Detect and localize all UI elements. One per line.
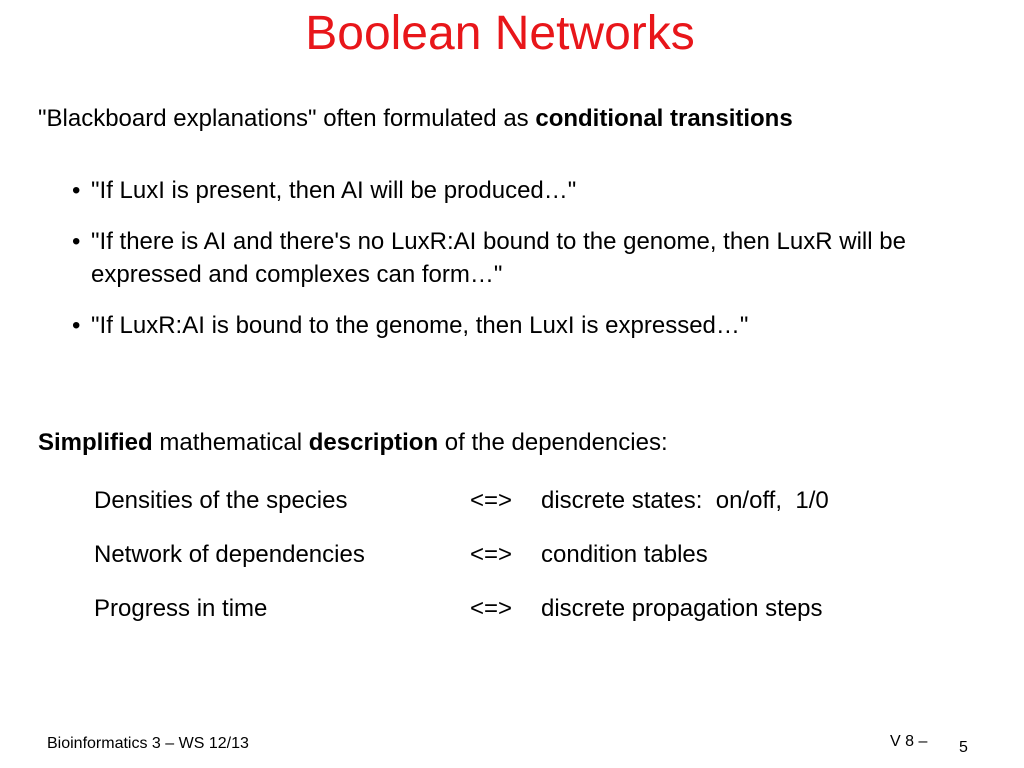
footer-course: Bioinformatics 3 – WS 12/13 [47,735,249,752]
bullet-text: "If there is AI and there's no LuxR:AI b… [91,228,906,288]
mapping-left: Network of dependencies [94,541,365,568]
intro-text: "Blackboard explanations" often formulat… [38,105,536,132]
mapping-arrow: <=> [470,595,513,622]
section-text-dependencies: of the dependencies: [438,429,668,456]
mapping-row: Progress in time <=> discrete propagatio… [0,593,1024,625]
mapping-row: Densities of the species <=> discrete st… [0,485,1024,517]
bullet-text: "If LuxI is present, then AI will be pro… [91,177,577,204]
section-text-mathematical: mathematical [152,429,309,456]
mapping-right: discrete states: on/off, 1/0 [541,487,829,514]
bullet-text: "If LuxR:AI is bound to the genome, then… [91,312,749,339]
section-bold-description: description [308,429,439,456]
bullet-list: • "If LuxI is present, then AI will be p… [72,174,912,360]
mapping-left: Densities of the species [94,487,348,514]
bullet-marker: • [72,177,81,204]
mapping-arrow: <=> [470,541,513,568]
section-bold-simplified: Simplified [38,429,153,456]
bullet-marker: • [72,228,81,255]
bullet-item: • "If LuxR:AI is bound to the genome, th… [72,309,912,342]
bullet-item: • "If LuxI is present, then AI will be p… [72,174,912,207]
mapping-row: Network of dependencies <=> condition ta… [0,539,1024,571]
bullet-item: • "If there is AI and there's no LuxR:AI… [72,225,912,291]
mapping-left: Progress in time [94,595,268,622]
mapping-arrow: <=> [470,487,513,514]
slide-title: Boolean Networks [305,7,695,60]
mapping-right: condition tables [541,541,708,568]
bullet-marker: • [72,312,81,339]
intro-line: "Blackboard explanations" often formulat… [38,104,793,134]
footer-lecture: V 8 – [890,733,928,750]
mapping-right: discrete propagation steps [541,595,823,622]
intro-emphasis: conditional transitions [535,105,793,132]
footer-page-number: 5 [959,739,968,756]
section-heading: Simplified mathematical description of t… [38,428,668,458]
